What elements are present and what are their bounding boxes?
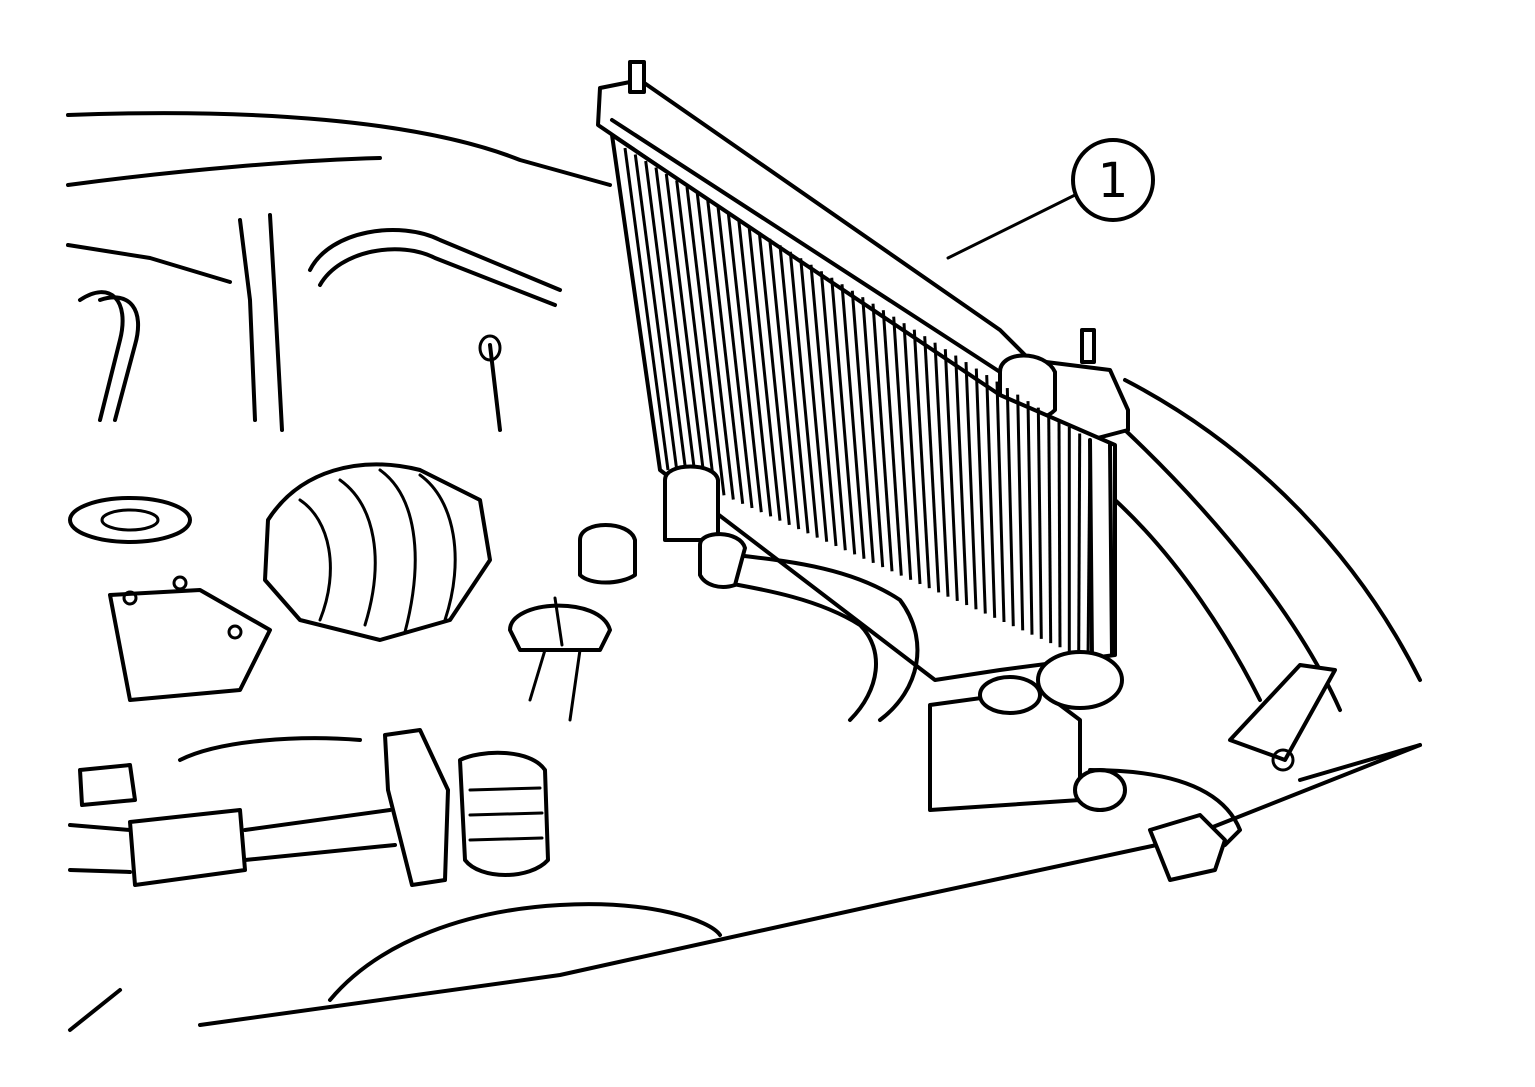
radiator-fin bbox=[633, 154, 679, 475]
radiator-fin bbox=[654, 167, 698, 483]
radiator-fin bbox=[964, 362, 978, 610]
radiator bbox=[596, 60, 1130, 682]
radiator-fin bbox=[912, 329, 931, 589]
radiator-fin bbox=[716, 206, 754, 509]
radiator-fin bbox=[685, 186, 726, 496]
radiator-fin bbox=[768, 238, 801, 530]
radiator-fin bbox=[644, 160, 689, 479]
radiator-fin bbox=[747, 225, 782, 521]
radiator-fin bbox=[943, 349, 959, 601]
radiator-fin bbox=[664, 173, 707, 488]
callout-number: 1 bbox=[1098, 153, 1129, 209]
radiator-fin bbox=[1016, 394, 1025, 631]
radiator-core-fins bbox=[623, 147, 1092, 661]
radiator-fin bbox=[881, 310, 903, 576]
leader-line bbox=[946, 193, 1077, 260]
radiator-fin bbox=[819, 271, 847, 551]
radiator-fin bbox=[830, 277, 857, 555]
radiator-fin bbox=[902, 323, 922, 585]
callout-1: 1 bbox=[946, 138, 1155, 260]
radiator-fin bbox=[1077, 433, 1082, 656]
radiator-fin bbox=[675, 180, 717, 492]
radiator-fin bbox=[726, 212, 763, 513]
radiator-fin bbox=[954, 355, 969, 606]
radiator-fin bbox=[974, 368, 987, 614]
engine-components bbox=[68, 213, 1337, 1002]
radiator-fin bbox=[850, 290, 875, 564]
radiator-fin bbox=[840, 284, 866, 559]
radiator-fin bbox=[757, 232, 791, 526]
radiator-fin bbox=[1057, 420, 1062, 648]
radiator-fin bbox=[892, 316, 913, 580]
radiator-fin bbox=[706, 199, 745, 504]
radiator-fin bbox=[923, 336, 941, 593]
radiator-fin bbox=[799, 258, 829, 542]
radiator-fin bbox=[861, 297, 885, 568]
vehicle-body-outline bbox=[66, 111, 1422, 1032]
radiator-fin bbox=[695, 193, 735, 500]
radiator-fin bbox=[809, 264, 838, 547]
radiator-fin bbox=[1005, 388, 1015, 627]
radiator-fin bbox=[623, 147, 670, 471]
radiator-fin bbox=[985, 375, 997, 618]
radiator-fin bbox=[995, 381, 1006, 623]
radiator-fin bbox=[737, 219, 773, 517]
radiator-fin bbox=[1047, 413, 1053, 644]
radiator-fin bbox=[778, 245, 810, 534]
radiator-fin bbox=[933, 342, 950, 597]
radiator-fin bbox=[871, 303, 894, 572]
radiator-fin bbox=[788, 251, 819, 538]
radiator-fin bbox=[1026, 401, 1034, 635]
radiator-fin bbox=[1036, 407, 1043, 639]
